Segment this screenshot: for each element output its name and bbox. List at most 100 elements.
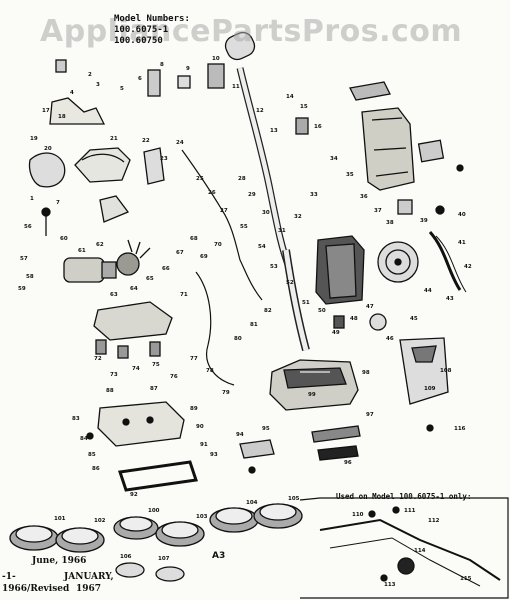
inset-caption: Used on Model 100.6075-1 only:	[336, 492, 472, 501]
part-number-label: 20	[44, 146, 52, 152]
part-number-label: 72	[94, 356, 102, 362]
part-number-label: 87	[150, 386, 158, 392]
part-number-label: 98	[362, 370, 370, 376]
part-number-label: 22	[142, 138, 150, 144]
part-number-label: 80	[234, 336, 242, 342]
part-number-label: 55	[240, 224, 248, 230]
part-number-label: 12	[256, 108, 264, 114]
part-number-label: 9	[186, 66, 190, 72]
part-number-label: 108	[440, 368, 452, 374]
part-number-label: 46	[386, 336, 394, 342]
part-number-label: 10	[212, 56, 220, 62]
bag-cover	[399, 337, 449, 405]
handle-grip	[224, 31, 256, 61]
part-number-label: 51	[302, 300, 310, 306]
watermark: AppliancePartsPros.com	[40, 14, 463, 49]
part-number-label: 28	[238, 176, 246, 182]
part-number-label: 90	[196, 424, 204, 430]
part-number-label: 5	[120, 86, 124, 92]
part-number-label: 35	[346, 172, 354, 178]
part-number-label: 71	[180, 292, 188, 298]
part-number-label: 94	[236, 432, 244, 438]
part-number-label: 81	[250, 322, 258, 328]
part-number-label: 75	[152, 362, 160, 368]
part-number-label: 77	[190, 356, 198, 362]
part-number-label: 109	[424, 386, 436, 392]
nozzle-top	[349, 81, 391, 101]
footer-month: JANUARY,	[64, 572, 114, 582]
part-number-label: 97	[366, 412, 374, 418]
part-number-label: 54	[258, 244, 266, 250]
part-number-label: 57	[20, 256, 28, 262]
part-number-label: 11	[232, 84, 240, 90]
part-number-label: 18	[58, 114, 66, 120]
footer-revised: 1966/Revised	[2, 584, 70, 594]
part-number-label: 88	[106, 388, 114, 394]
part-number-label: 68	[190, 236, 198, 242]
part-number-label: 103	[196, 514, 208, 520]
part-number-label: 61	[78, 248, 86, 254]
part-number-label: 47	[366, 304, 374, 310]
part-number-label: 6	[138, 76, 142, 82]
part-number-label: 45	[410, 316, 418, 322]
part-number-label: 115	[460, 576, 472, 582]
part-number-label: 50	[318, 308, 326, 314]
brush-strip	[311, 425, 361, 443]
part-number-label: 111	[404, 508, 416, 514]
part-number-label: 43	[446, 296, 454, 302]
motor-cover	[74, 147, 131, 183]
inset-frame	[299, 497, 509, 599]
part-number-label: 60	[60, 236, 68, 242]
part-number-label: 3	[96, 82, 100, 88]
part-number-label: 31	[278, 228, 286, 234]
part-number-label: 42	[464, 264, 472, 270]
part-number-label: 92	[130, 492, 138, 498]
part-number-label: 2	[88, 72, 92, 78]
power-cord	[181, 149, 263, 301]
part-number-label: 56	[24, 224, 32, 230]
part-number-label: 100	[148, 508, 160, 514]
part-number-label: 91	[200, 442, 208, 448]
brush-set	[9, 503, 303, 582]
part-number-label: 17	[42, 108, 50, 114]
footer-year: 1967	[76, 584, 102, 594]
part-number-label: 67	[176, 250, 184, 256]
part-number-label: 53	[270, 264, 278, 270]
part-number-label: 82	[264, 308, 272, 314]
footer-page: -1-	[2, 572, 16, 582]
floor-unit	[269, 359, 359, 411]
gasket	[118, 460, 198, 492]
part-number-label: 38	[386, 220, 394, 226]
part-number-label: 8	[160, 62, 164, 68]
model-numbers: Model Numbers: 100.6075-1 100.60750	[114, 14, 190, 47]
part-number-label: 78	[206, 368, 214, 374]
part-number-label: 44	[424, 288, 432, 294]
model-number-2: 100.60750	[114, 36, 163, 46]
part-number-label: 99	[308, 392, 316, 398]
part-number-label: 34	[330, 156, 338, 162]
part-number-label: 19	[30, 136, 38, 142]
cord-right	[428, 231, 462, 291]
part-number-label: 14	[286, 94, 294, 100]
part-number-label: 7	[56, 200, 60, 206]
part-number-label: 32	[294, 214, 302, 220]
part-number-label: 86	[92, 466, 100, 472]
bottom-plate	[97, 401, 185, 447]
footer-date: June, 1966	[32, 556, 87, 566]
part-number-label: 104	[246, 500, 258, 506]
part-number-label: 85	[88, 452, 96, 458]
part-number-label: 116	[454, 426, 466, 432]
fan-housing	[28, 152, 66, 188]
model-number-1: 100.6075-1	[114, 25, 169, 35]
part-number-label: 13	[270, 128, 278, 134]
part-number-label: 89	[190, 406, 198, 412]
part-number-label: 64	[130, 286, 138, 292]
part-number-label: 84	[80, 436, 88, 442]
motor-assembly	[63, 239, 151, 283]
part-number-label: 113	[384, 582, 396, 588]
part-number-label: 76	[170, 374, 178, 380]
part-number-label: 59	[18, 286, 26, 292]
part-number-label: 36	[360, 194, 368, 200]
